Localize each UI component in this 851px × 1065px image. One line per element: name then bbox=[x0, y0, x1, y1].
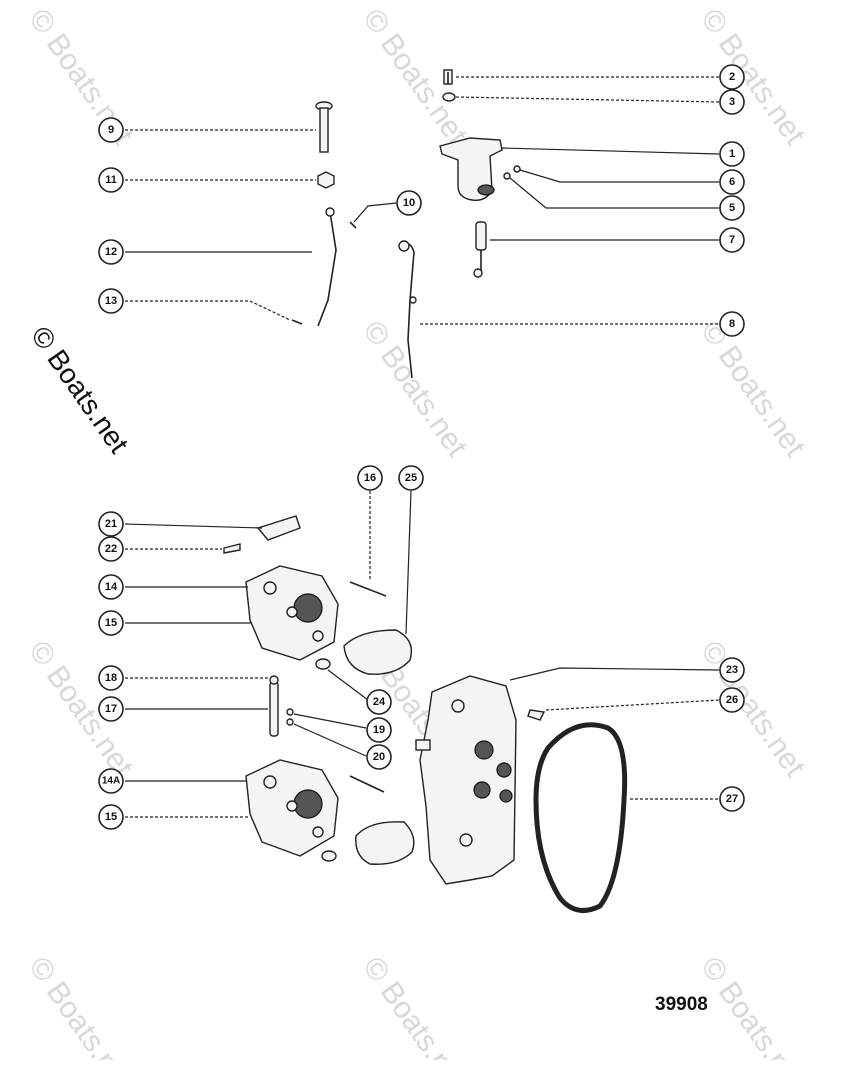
svg-text:14: 14 bbox=[105, 581, 118, 593]
svg-text:21: 21 bbox=[105, 518, 117, 530]
callout-7: 7 bbox=[719, 227, 745, 253]
part-bracket bbox=[256, 515, 301, 541]
callout-25: 25 bbox=[398, 465, 424, 491]
callout-6: 6 bbox=[719, 169, 745, 195]
part-ball bbox=[286, 718, 294, 726]
part-plunger bbox=[473, 221, 487, 278]
part-screw-22 bbox=[223, 543, 241, 554]
svg-text:3: 3 bbox=[729, 96, 735, 108]
part-nut bbox=[513, 165, 521, 173]
svg-text:12: 12 bbox=[105, 246, 117, 258]
watermark: © Boats.net bbox=[694, 315, 812, 463]
svg-text:7: 7 bbox=[729, 234, 735, 246]
callout-21: 21 bbox=[98, 511, 124, 537]
svg-text:11: 11 bbox=[105, 174, 117, 186]
svg-text:5: 5 bbox=[729, 202, 735, 214]
watermark-main: © Boats.net bbox=[25, 321, 135, 459]
callout-26: 26 bbox=[719, 687, 745, 713]
callout-22: 22 bbox=[98, 536, 124, 562]
part-o-ring bbox=[315, 658, 331, 670]
callout-18: 18 bbox=[98, 665, 124, 691]
svg-text:19: 19 bbox=[373, 724, 385, 736]
svg-text:1: 1 bbox=[729, 148, 735, 160]
watermark: © Boats.net bbox=[694, 951, 812, 1060]
svg-text:9: 9 bbox=[108, 124, 114, 136]
svg-text:2: 2 bbox=[729, 71, 735, 83]
part-belt bbox=[533, 722, 628, 913]
callout-10: 10 bbox=[396, 190, 422, 216]
part-bolt bbox=[315, 101, 333, 153]
callout-20: 20 bbox=[366, 744, 392, 770]
callout-15-lower: 15 bbox=[98, 804, 124, 830]
part-gasket bbox=[343, 629, 413, 675]
part-carburetor-lower bbox=[245, 759, 339, 857]
callout-24: 24 bbox=[366, 689, 392, 715]
watermark: © Boats.net bbox=[356, 951, 474, 1060]
leader-lines bbox=[124, 76, 720, 818]
part-housing bbox=[439, 137, 503, 201]
callout-11: 11 bbox=[98, 167, 124, 193]
callout-1: 1 bbox=[719, 141, 745, 167]
svg-text:15: 15 bbox=[105, 617, 117, 629]
callout-2: 2 bbox=[719, 64, 745, 90]
svg-text:24: 24 bbox=[373, 696, 386, 708]
callout-12: 12 bbox=[98, 239, 124, 265]
part-pin bbox=[349, 581, 387, 597]
svg-text:6: 6 bbox=[729, 176, 735, 188]
part-screw bbox=[443, 69, 453, 85]
callout-8: 8 bbox=[719, 311, 745, 337]
svg-text:14A: 14A bbox=[102, 776, 120, 787]
svg-text:17: 17 bbox=[105, 703, 117, 715]
drawing-number: 39908 bbox=[655, 994, 708, 1015]
callout-19: 19 bbox=[366, 717, 392, 743]
svg-text:13: 13 bbox=[105, 295, 117, 307]
part-tube bbox=[269, 675, 279, 737]
part-screw-26 bbox=[527, 709, 546, 721]
svg-text:20: 20 bbox=[373, 751, 385, 763]
part-choke-rod bbox=[317, 211, 337, 327]
callouts: 2 3 1 6 5 7 8 9 11 10 12 13 16 25 21 22 … bbox=[98, 64, 745, 830]
part-link-rod bbox=[398, 240, 417, 379]
svg-text:26: 26 bbox=[726, 694, 738, 706]
callout-27: 27 bbox=[719, 786, 745, 812]
callout-9: 9 bbox=[98, 117, 124, 143]
part-hex-nut bbox=[317, 171, 335, 189]
callout-16: 16 bbox=[357, 465, 383, 491]
part-carburetor-upper bbox=[245, 565, 339, 661]
part-manifold bbox=[415, 675, 517, 885]
svg-text:23: 23 bbox=[726, 664, 738, 676]
callout-14A: 14A bbox=[98, 768, 124, 794]
callout-13: 13 bbox=[98, 288, 124, 314]
watermark: © Boats.net bbox=[22, 951, 140, 1060]
callout-17: 17 bbox=[98, 696, 124, 722]
svg-text:27: 27 bbox=[726, 793, 738, 805]
watermark: © Boats.net bbox=[694, 635, 812, 783]
part-o-ring-lower bbox=[321, 850, 337, 862]
callout-3: 3 bbox=[719, 89, 745, 115]
callout-14: 14 bbox=[98, 574, 124, 600]
callout-5: 5 bbox=[719, 195, 745, 221]
svg-text:16: 16 bbox=[364, 472, 376, 484]
svg-text:22: 22 bbox=[105, 543, 117, 555]
part-spring bbox=[286, 708, 294, 716]
svg-text:10: 10 bbox=[403, 197, 415, 209]
svg-text:25: 25 bbox=[405, 472, 417, 484]
parts bbox=[223, 69, 628, 913]
watermark: © Boats.net bbox=[356, 315, 474, 463]
part-clip bbox=[503, 172, 511, 180]
svg-text:18: 18 bbox=[105, 672, 117, 684]
part-pin-lower bbox=[349, 775, 385, 793]
callout-23: 23 bbox=[719, 657, 745, 683]
part-washer bbox=[442, 92, 456, 102]
svg-text:8: 8 bbox=[729, 318, 735, 330]
part-gasket-lower bbox=[355, 821, 415, 865]
watermarks: © Boats.net © Boats.net © Boats.net © Bo… bbox=[22, 3, 812, 1065]
svg-text:15: 15 bbox=[105, 811, 117, 823]
callout-15: 15 bbox=[98, 610, 124, 636]
part-small-clip bbox=[349, 221, 357, 229]
